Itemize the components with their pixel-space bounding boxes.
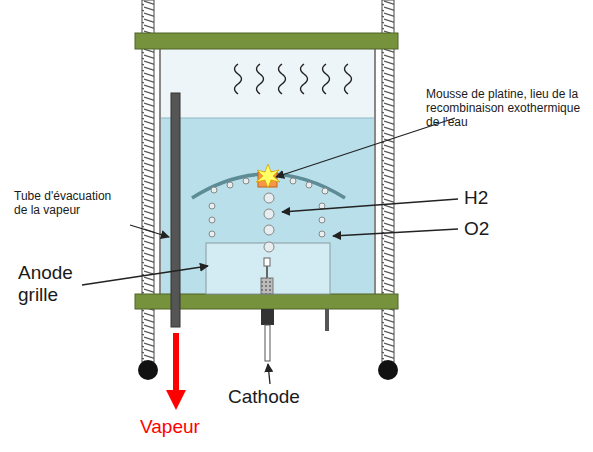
top-plate <box>135 33 398 49</box>
cathode-body <box>261 278 273 294</box>
pin <box>325 309 329 331</box>
vapour-label: Vapeur <box>140 416 220 438</box>
o2-bubbles <box>209 178 328 237</box>
cathode-gland <box>261 309 274 325</box>
spark <box>256 164 280 188</box>
water <box>160 118 375 294</box>
vessel-wall <box>159 49 161 294</box>
headspace <box>160 49 375 119</box>
steam-tube <box>171 93 180 327</box>
vessel-wall <box>374 49 376 294</box>
nut <box>378 360 398 380</box>
anode-grid <box>206 243 330 294</box>
tube-label: Tube d'évacuation de la vapeur <box>14 190 126 218</box>
gas-label: H2 <box>464 187 504 209</box>
nut <box>138 360 158 380</box>
h2-bubbles <box>264 193 274 252</box>
gas-label: O2 <box>464 218 504 240</box>
anode-label: Anode grille <box>18 262 82 306</box>
leader-lines <box>82 118 458 384</box>
callout-text: Mousse de platine, lieu de la recombinai… <box>426 88 586 129</box>
cathode-rod <box>265 325 270 361</box>
vapour-arrow <box>173 333 179 392</box>
steam-waves <box>235 64 352 94</box>
cathode-label: Cathode <box>228 386 318 408</box>
